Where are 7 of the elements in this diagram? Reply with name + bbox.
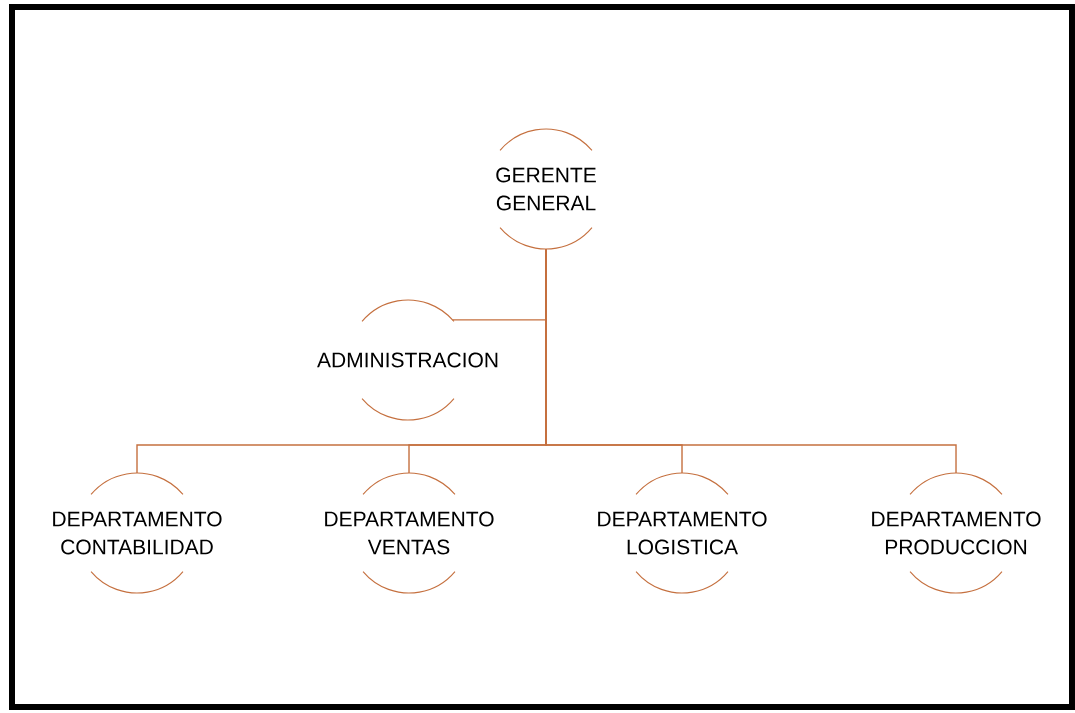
circle-node: DEPARTAMENTO CONTABILIDAD: [53, 472, 222, 594]
circle-node: DEPARTAMENTO PRODUCCION: [872, 472, 1041, 594]
circle-node: DEPARTAMENTO VENTAS: [325, 472, 494, 594]
connector-line: [545, 248, 957, 474]
circle-node: ADMINISTRACION: [317, 299, 498, 421]
circle-node: GERENTE GENERAL: [496, 128, 596, 250]
circle-node: DEPARTAMENTO LOGISTICA: [598, 472, 767, 594]
